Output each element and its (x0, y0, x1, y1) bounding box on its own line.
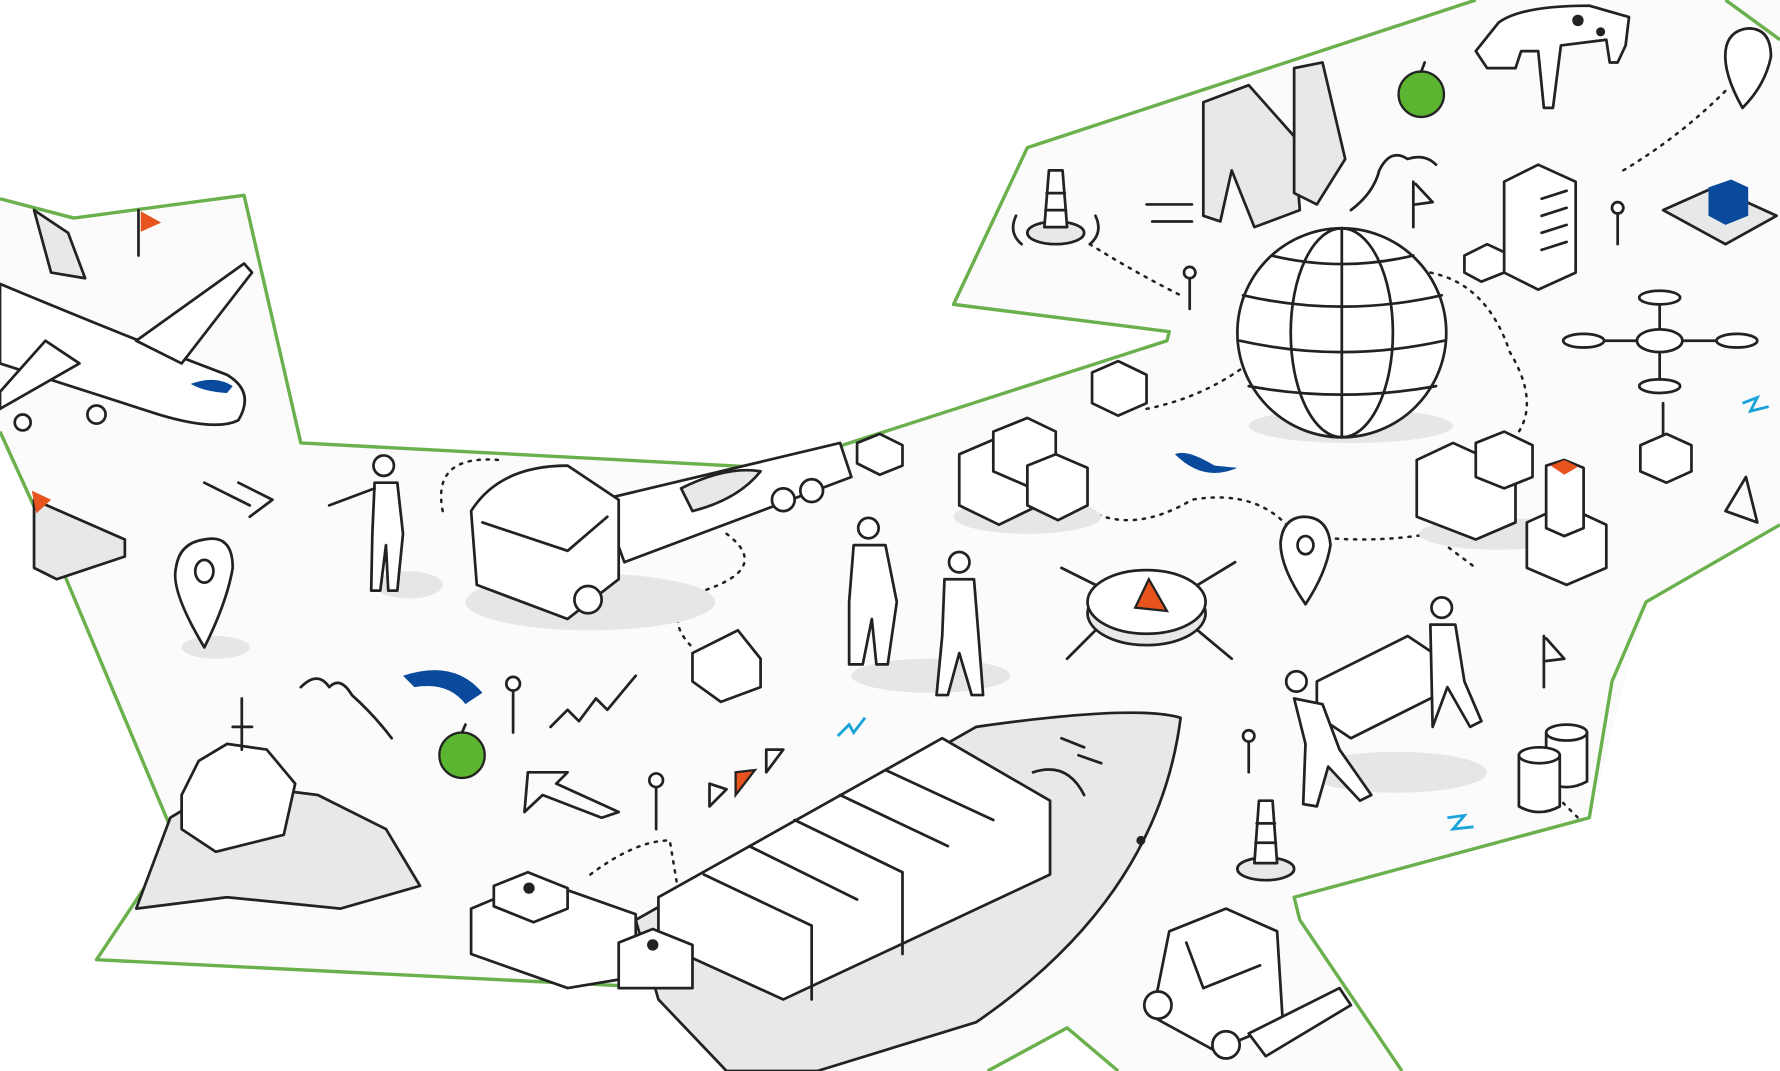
blue-arc-icon (402, 670, 483, 705)
map-pin-icon (1279, 515, 1332, 606)
box-stack-icon (953, 416, 1102, 534)
zigzag-icon (549, 674, 638, 729)
people-meeting-icon (847, 516, 1011, 697)
blue-arc-icon (1174, 452, 1238, 473)
box-icon (1661, 179, 1778, 246)
flag-icon (1542, 634, 1566, 689)
truck-icon (465, 441, 853, 631)
flag-icon (137, 208, 162, 257)
flag-icon (1411, 180, 1434, 229)
people-carrying-box-icon (1284, 596, 1488, 808)
forklift-icon (1142, 907, 1353, 1060)
cyan-marks-icon (836, 394, 1769, 831)
cargo-ship-icon (634, 711, 1182, 1071)
person-icon (327, 454, 443, 599)
triangle-markers-icon (708, 475, 1759, 808)
lighthouse-icon (1011, 168, 1100, 246)
box-icon (1090, 359, 1148, 418)
map-pin-icon (1723, 27, 1773, 110)
apple-icon (1397, 61, 1446, 119)
compass-icon (1060, 560, 1237, 661)
squiggle-icon (1349, 153, 1438, 212)
open-box-icon (691, 628, 762, 704)
squiggle-icon (299, 677, 394, 740)
globe-icon (1236, 226, 1454, 443)
arrow-icon (523, 770, 621, 820)
lighthouse-icon (1236, 799, 1296, 882)
castle-island-icon (134, 697, 422, 910)
drone-icon (1561, 289, 1759, 485)
box-icon (31, 490, 127, 581)
dock-icon (469, 870, 694, 990)
office-building-icon (1463, 163, 1578, 291)
box-stack-icon (1415, 430, 1608, 587)
barrel-icon (1517, 723, 1589, 814)
rock-arch-icon (1145, 61, 1347, 229)
arrow-icon (202, 481, 274, 519)
pin-marker-icons (504, 200, 1625, 831)
map-pin-icon (173, 537, 250, 659)
cow-icon (1474, 4, 1631, 110)
airplane-icon (0, 208, 254, 432)
box-icon (855, 432, 904, 477)
apple-icon (438, 723, 486, 780)
